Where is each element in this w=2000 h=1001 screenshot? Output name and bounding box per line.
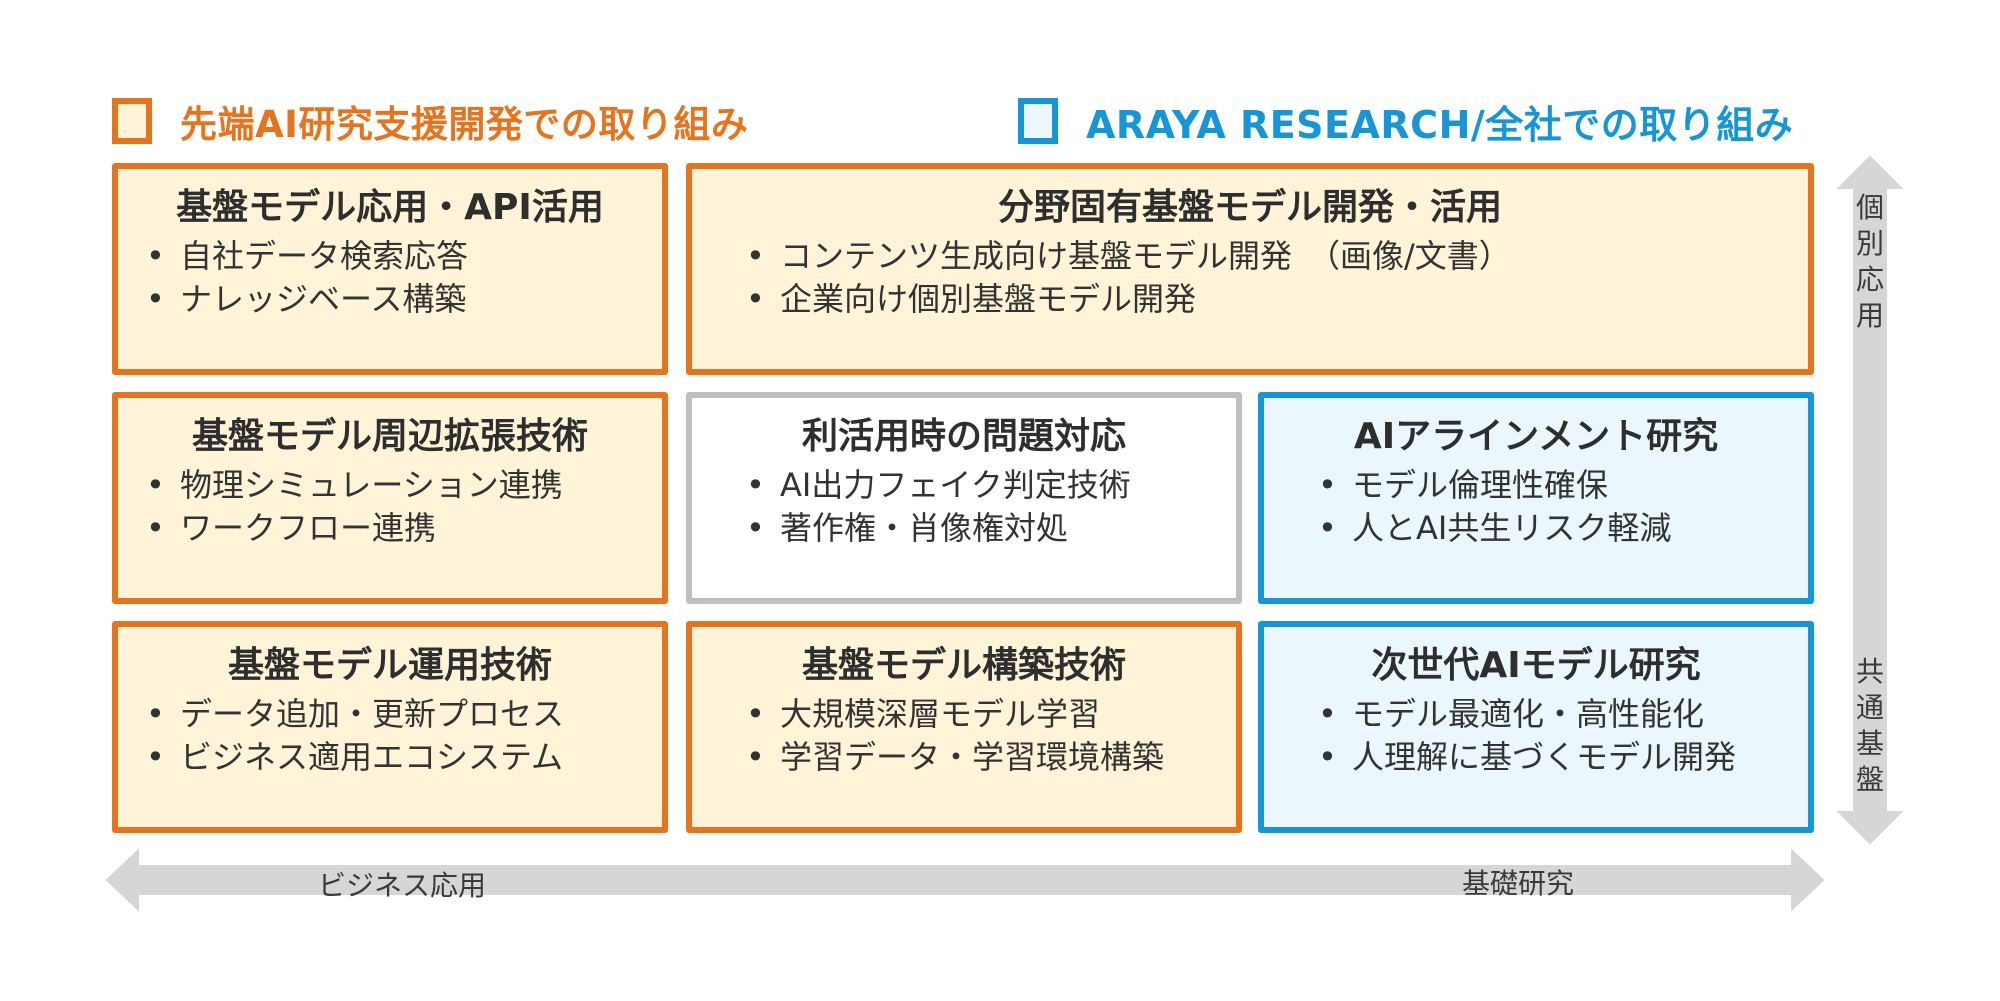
box-usage-issues: 利活用時の問題対応 AI出力フェイク判定技術 著作権・肖像権対処: [686, 392, 1242, 604]
box-title: 基盤モデル構築技術: [801, 645, 1126, 686]
list-item: モデル倫理性確保: [1318, 464, 1788, 507]
list-item: データ追加・更新プロセス: [146, 693, 642, 736]
axis-char: 盤: [1855, 763, 1884, 796]
list-item: 自社データ検索応答: [146, 235, 642, 278]
list-item: コンテンツ生成向け基盤モデル開発 （画像/文書）: [746, 235, 1788, 278]
axis-char: 別: [1855, 227, 1884, 260]
list-item: 企業向け個別基盤モデル開発: [746, 278, 1788, 321]
axis-label-common-foundation: 共 通 基 盤: [1850, 654, 1890, 798]
axis-char: 用: [1855, 299, 1884, 332]
axis-char: 通: [1855, 691, 1884, 724]
axis-char: 個: [1855, 191, 1884, 224]
list-item: ナレッジベース構築: [146, 278, 642, 321]
box-next-gen-ai-model-research: 次世代AIモデル研究 モデル最適化・高性能化 人理解に基づくモデル開発: [1258, 621, 1814, 833]
legend-orange-swatch: [112, 98, 152, 144]
legend-blue: ARAYA RESEARCH/全社での取り組み: [1018, 93, 1793, 149]
box-item-list: 自社データ検索応答 ナレッジベース構築: [138, 235, 642, 321]
box-item-list: コンテンツ生成向け基盤モデル開発 （画像/文書） 企業向け個別基盤モデル開発: [746, 235, 1788, 321]
box-title: 基盤モデル周辺拡張技術: [191, 416, 588, 457]
list-item: 学習データ・学習環境構築: [746, 736, 1216, 779]
list-item: ビジネス適用エコシステム: [146, 736, 642, 779]
axis-char: 基: [1855, 727, 1884, 760]
box-item-list: モデル最適化・高性能化 人理解に基づくモデル開発: [1318, 693, 1788, 779]
legend-blue-swatch: [1018, 98, 1058, 144]
box-foundation-model-extension: 基盤モデル周辺拡張技術 物理シミュレーション連携 ワークフロー連携: [112, 392, 668, 604]
box-foundation-model-application: 基盤モデル応用・API活用 自社データ検索応答 ナレッジベース構築: [112, 163, 668, 375]
box-foundation-model-operation: 基盤モデル運用技術 データ追加・更新プロセス ビジネス適用エコシステム: [112, 621, 668, 833]
list-item: 人とAI共生リスク軽減: [1318, 507, 1788, 550]
axis-char: 応: [1855, 263, 1884, 296]
list-item: モデル最適化・高性能化: [1318, 693, 1788, 736]
box-title: 次世代AIモデル研究: [1371, 645, 1701, 686]
box-item-list: 大規模深層モデル学習 学習データ・学習環境構築: [746, 693, 1216, 779]
legend-orange: 先端AI研究支援開発での取り組み: [112, 93, 748, 149]
list-item: 物理シミュレーション連携: [146, 464, 642, 507]
box-domain-specific-foundation-model: 分野固有基盤モデル開発・活用 コンテンツ生成向け基盤モデル開発 （画像/文書） …: [686, 163, 1814, 375]
box-item-list: データ追加・更新プロセス ビジネス適用エコシステム: [138, 693, 642, 779]
list-item: 著作権・肖像権対処: [746, 507, 1216, 550]
horizontal-double-arrow: [102, 843, 1828, 917]
list-item: 人理解に基づくモデル開発: [1318, 736, 1788, 779]
box-title: 分野固有基盤モデル開発・活用: [997, 187, 1502, 228]
box-item-list: AI出力フェイク判定技術 著作権・肖像権対処: [746, 464, 1216, 550]
box-item-list: 物理シミュレーション連携 ワークフロー連携: [138, 464, 642, 550]
axis-label-business-application: ビジネス応用: [318, 869, 487, 902]
box-ai-alignment-research: AIアラインメント研究 モデル倫理性確保 人とAI共生リスク軽減: [1258, 392, 1814, 604]
list-item: 大規模深層モデル学習: [746, 693, 1216, 736]
list-item: ワークフロー連携: [146, 507, 642, 550]
legend-blue-label: ARAYA RESEARCH/全社での取り組み: [1086, 102, 1794, 147]
axis-label-individual-application: 個 別 応 用: [1850, 190, 1890, 334]
box-title: 基盤モデル応用・API活用: [176, 187, 604, 228]
list-item: AI出力フェイク判定技術: [746, 464, 1216, 507]
axis-label-basic-research: 基礎研究: [1462, 867, 1575, 900]
box-foundation-model-construction: 基盤モデル構築技術 大規模深層モデル学習 学習データ・学習環境構築: [686, 621, 1242, 833]
box-item-list: モデル倫理性確保 人とAI共生リスク軽減: [1318, 464, 1788, 550]
axis-char: 共: [1855, 655, 1884, 688]
legend-orange-label: 先端AI研究支援開発での取り組み: [180, 103, 749, 146]
vertical-double-arrow: [1831, 152, 1909, 848]
box-title: 利活用時の問題対応: [801, 416, 1126, 457]
box-title: 基盤モデル運用技術: [227, 645, 552, 686]
box-title: AIアラインメント研究: [1353, 416, 1719, 457]
